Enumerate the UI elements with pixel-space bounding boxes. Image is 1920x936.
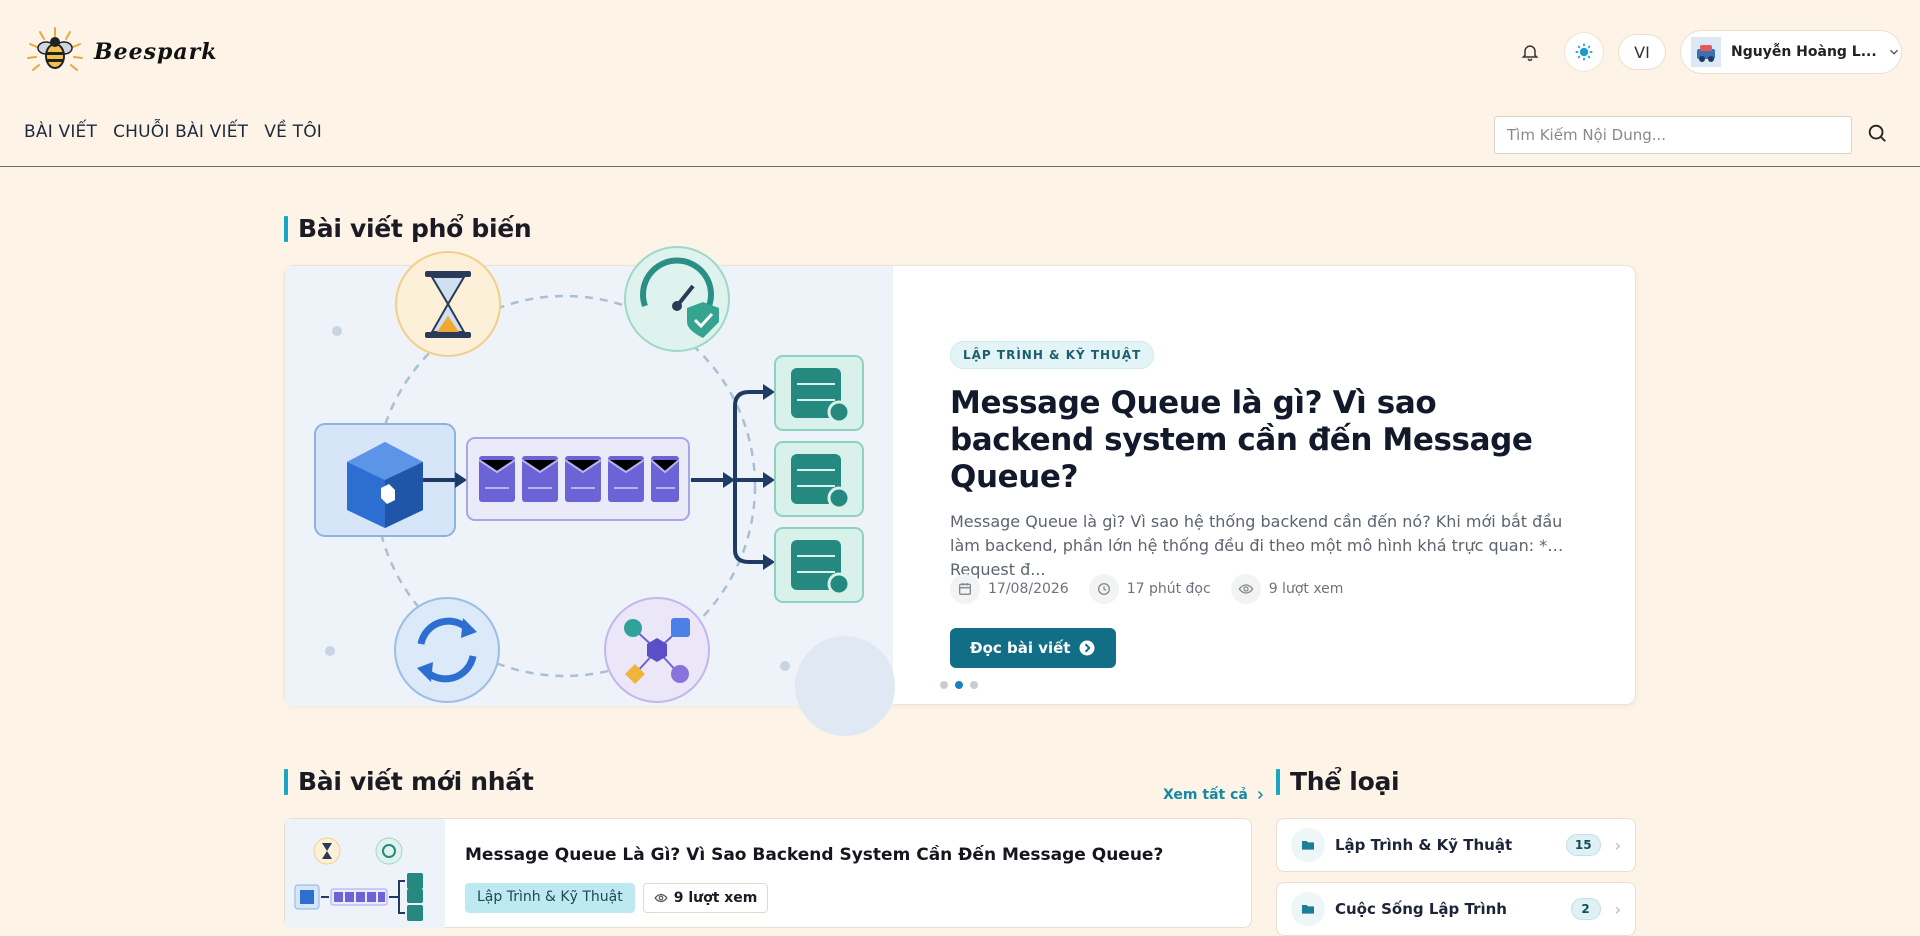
read-time: 17 phút đọc xyxy=(1088,574,1211,604)
main-nav: BÀI VIẾT CHUỖI BÀI VIẾT VỀ TÔI xyxy=(24,122,322,142)
accent-bar xyxy=(284,768,288,795)
chevron-right-icon: › xyxy=(1614,899,1621,919)
message-queue-illustration xyxy=(314,246,895,736)
featured-post-card[interactable]: LẬP TRÌNH & KỸ THUẬT Message Queue là gì… xyxy=(284,246,1636,736)
chevron-down-icon xyxy=(1889,49,1898,55)
carousel-dot[interactable] xyxy=(940,681,948,689)
read-post-button[interactable]: Đọc bài viết xyxy=(950,628,1117,668)
notification-button[interactable] xyxy=(1510,32,1550,72)
clock-icon xyxy=(1088,574,1119,604)
brand-name: Beespark xyxy=(94,39,218,65)
nav-item-posts[interactable]: BÀI VIẾT xyxy=(24,122,98,142)
read-post-label: Đọc bài viết xyxy=(970,639,1071,657)
language-switcher[interactable]: VI xyxy=(1618,34,1666,70)
view-count-text: 9 lượt xem xyxy=(1268,581,1344,597)
chevron-right-icon xyxy=(1257,790,1263,800)
featured-content: LẬP TRÌNH & KỸ THUẬT Message Queue là gì… xyxy=(950,341,1590,668)
popular-title-text: Bài viết phổ biến xyxy=(298,214,532,243)
top-header: Beespark VI Nguyễn Hoàng L. xyxy=(0,0,1920,104)
category-count: 2 xyxy=(1570,898,1601,920)
nav-item-about[interactable]: VỀ TÔI xyxy=(264,122,323,142)
accent-bar xyxy=(284,215,288,242)
accent-bar xyxy=(1276,768,1280,795)
latest-section-title: Bài viết mới nhất xyxy=(284,767,534,796)
arrow-right-circle-icon xyxy=(1079,640,1095,656)
post-title[interactable]: Message Queue Là Gì? Vì Sao Backend Syst… xyxy=(465,845,1164,865)
bee-logo-icon xyxy=(27,27,83,71)
eye-icon xyxy=(1230,574,1261,604)
search-button[interactable] xyxy=(1866,122,1892,148)
sun-icon xyxy=(1575,43,1593,61)
folder-icon xyxy=(1291,828,1325,862)
user-menu[interactable]: Nguyễn Hoàng L... xyxy=(1680,30,1902,74)
popular-section-title: Bài viết phổ biến xyxy=(284,214,532,243)
featured-excerpt: Message Queue là gì? Vì sao hệ thống bac… xyxy=(950,512,1563,579)
nav-item-series[interactable]: CHUỖI BÀI VIẾT xyxy=(113,122,249,142)
header-actions: VI Nguyễn Hoàng L... xyxy=(1510,30,1902,74)
latest-title-text: Bài viết mới nhất xyxy=(298,767,534,796)
carousel-dots xyxy=(940,681,978,689)
carousel-dot[interactable] xyxy=(970,681,978,689)
category-item[interactable]: Lập Trình & Kỹ Thuật 15 › xyxy=(1276,818,1636,872)
theme-toggle-button[interactable] xyxy=(1564,32,1604,72)
calendar-icon xyxy=(950,574,980,604)
carousel-dot-active[interactable] xyxy=(955,681,963,689)
post-views-tag: 9 lượt xem xyxy=(642,883,769,913)
avatar xyxy=(1691,37,1721,67)
post-views-text: 9 lượt xem xyxy=(673,890,758,906)
read-time-text: 17 phút đọc xyxy=(1126,581,1211,597)
header-divider xyxy=(0,166,1920,167)
folder-icon xyxy=(1291,892,1325,926)
brand-logo[interactable]: Beespark xyxy=(24,24,217,80)
eye-icon xyxy=(654,893,668,903)
post-category-tag[interactable]: Lập Trình & Kỹ Thuật xyxy=(465,883,635,913)
categories-title-text: Thể loại xyxy=(1290,767,1400,796)
post-tags: Lập Trình & Kỹ Thuật 9 lượt xem xyxy=(465,883,769,913)
featured-illustration xyxy=(285,246,895,736)
search-input[interactable] xyxy=(1494,116,1852,154)
post-date: 17/08/2026 xyxy=(950,574,1069,604)
categories-section-title: Thể loại xyxy=(1276,767,1400,796)
list-item[interactable]: Message Queue Là Gì? Vì Sao Backend Syst… xyxy=(284,818,1252,929)
search-icon xyxy=(1868,124,1886,142)
chevron-right-icon: › xyxy=(1614,835,1621,855)
featured-post-title[interactable]: Message Queue là gì? Vì sao backend syst… xyxy=(950,385,1533,495)
see-all-label: Xem tất cả xyxy=(1163,787,1248,803)
featured-category-badge[interactable]: LẬP TRÌNH & KỸ THUẬT xyxy=(950,341,1155,369)
category-label: Cuộc Sống Lập Trình xyxy=(1335,900,1507,918)
category-item[interactable]: Cuộc Sống Lập Trình 2 › xyxy=(1276,882,1636,936)
post-date-text: 17/08/2026 xyxy=(988,581,1069,597)
view-count: 9 lượt xem xyxy=(1230,574,1344,604)
featured-meta: 17/08/2026 17 phút đọc 9 lượt xem xyxy=(950,574,1590,604)
post-thumbnail xyxy=(285,819,445,929)
user-name: Nguyễn Hoàng L... xyxy=(1731,44,1877,60)
category-label: Lập Trình & Kỹ Thuật xyxy=(1335,836,1513,854)
category-count: 15 xyxy=(1565,834,1601,856)
bell-icon xyxy=(1521,45,1539,62)
see-all-link[interactable]: Xem tất cả xyxy=(1163,787,1266,803)
